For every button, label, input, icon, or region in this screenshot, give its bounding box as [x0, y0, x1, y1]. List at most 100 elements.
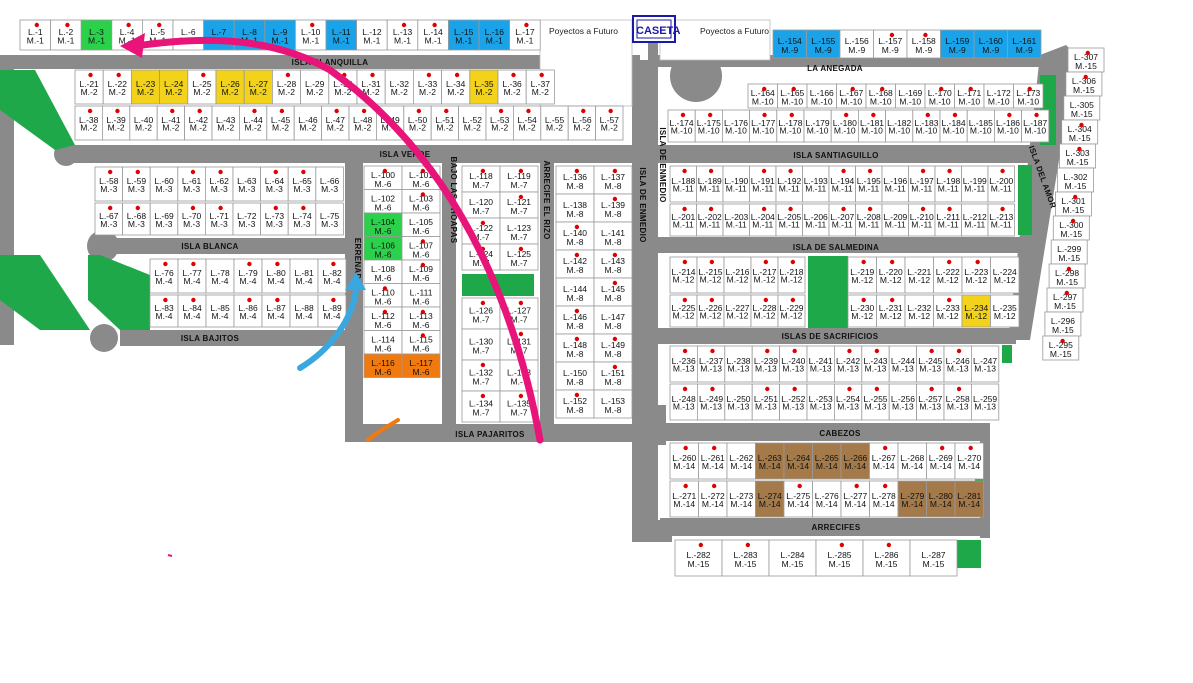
lot-24[interactable]: L.-24M.-2	[159, 69, 189, 105]
lot-39[interactable]: L.-39M.-2	[102, 105, 131, 141]
lot-15[interactable]: L.-15M.-1	[447, 19, 480, 51]
lot-12[interactable]: L.-12M.-1	[356, 19, 388, 51]
lot-70[interactable]: L.-70M.-3	[177, 202, 206, 236]
lot-2[interactable]: L.-2M.-1	[50, 19, 82, 51]
lot-46[interactable]: L.-46M.-2	[293, 105, 323, 141]
lot-73[interactable]: L.-73M.-3	[260, 202, 289, 236]
lot-79[interactable]: L.-79M.-4	[233, 258, 263, 294]
lot-45[interactable]: L.-45M.-2	[266, 105, 295, 141]
lot-1[interactable]: L.-1M.-1	[19, 19, 52, 51]
lot-61[interactable]: L.-61M.-3	[177, 166, 206, 202]
lot-58[interactable]: L.-58M.-3	[94, 166, 124, 202]
lot-40[interactable]: L.-40M.-2	[129, 105, 158, 141]
lot-72[interactable]: L.-72M.-3	[232, 202, 262, 236]
lot-34[interactable]: L.-34M.-2	[441, 69, 471, 105]
lot-63[interactable]: L.-63M.-3	[232, 166, 262, 202]
lot-37[interactable]: L.-37M.-2	[525, 69, 555, 105]
lot-75[interactable]: L.-75M.-3	[315, 202, 344, 236]
lot-31[interactable]: L.-31M.-2	[356, 69, 386, 105]
lot-21[interactable]: L.-21M.-2	[74, 69, 104, 105]
lot-84[interactable]: L.-84M.-4	[177, 294, 207, 328]
lot-6[interactable]: L.-6M.-1	[172, 19, 205, 51]
lot-7[interactable]: L.-7M.-1	[203, 19, 235, 51]
lot-16[interactable]: L.-16M.-1	[478, 19, 511, 51]
lot-25[interactable]: L.-25M.-2	[187, 69, 217, 105]
lot-87[interactable]: L.-87M.-4	[261, 294, 291, 328]
lot-43[interactable]: L.-43M.-2	[211, 105, 240, 141]
lot-28[interactable]: L.-28M.-2	[271, 69, 301, 105]
